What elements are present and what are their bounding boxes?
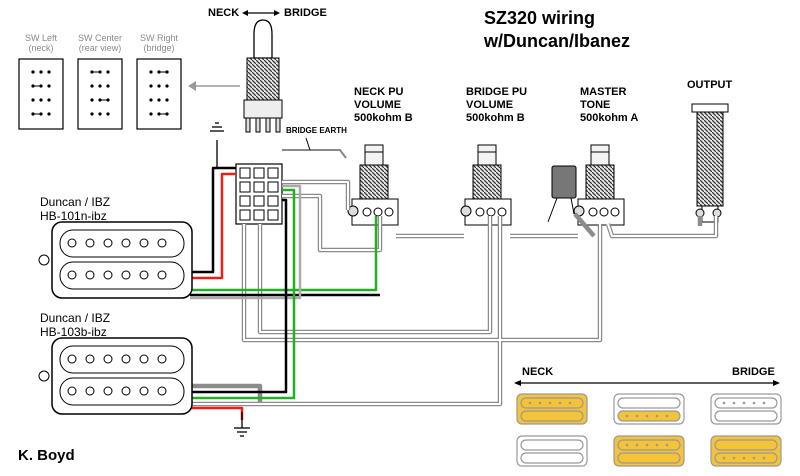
- pot-tone-line1: MASTER: [580, 86, 627, 98]
- switch-position-center: [77, 58, 123, 130]
- output-jack: [691, 103, 729, 223]
- switch-left-title: SW Left: [24, 33, 57, 43]
- switch-right-title: SW Right: [139, 33, 178, 43]
- toggle-bridge-label: BRIDGE: [284, 7, 327, 19]
- bridge-pickup-label: Duncan / IBZ HB-103b-ibz: [40, 311, 110, 339]
- title-model: SZ: [484, 8, 508, 28]
- legend-row2-mid: [613, 435, 685, 467]
- switch-position-left: [18, 58, 64, 130]
- pot-bridge-line3: 500kohm B: [466, 112, 525, 124]
- pot-bridge-volume: [460, 144, 512, 226]
- toggle-neck-label: NECK: [208, 7, 240, 19]
- legend-row2-left: [516, 435, 588, 467]
- diagram-subtitle: w/Duncan/Ibanez: [484, 31, 631, 51]
- bridge-pickup-brand: Duncan / IBZ: [40, 311, 111, 325]
- switch-terminal-block: [235, 163, 283, 225]
- pot-bridge-line1: BRIDGE PU: [466, 86, 528, 98]
- legend-row2-right: [710, 435, 782, 467]
- pot-bridge-line2: VOLUME: [466, 99, 514, 111]
- bridge-pickup-model: HB-103b-ibz: [40, 325, 107, 339]
- title-rest: 320 wiring: [507, 8, 596, 28]
- switch-right-sub: (bridge): [143, 43, 175, 53]
- neck-bridge-arrow: [242, 10, 280, 16]
- signal-wires-inner: [190, 181, 717, 405]
- pot-tone-line2: TONE: [580, 99, 611, 111]
- neck-humbucker: [38, 221, 193, 299]
- pot-neck-label: NECK PU VOLUME 500kohm B: [354, 86, 413, 125]
- pot-tone-label: MASTER TONE 500kohm A: [580, 86, 638, 125]
- neck-pickup-label: Duncan / IBZ HB-101n-ibz: [40, 195, 110, 223]
- bridge-humbucker: [38, 337, 193, 415]
- output-label: OUTPUT: [687, 79, 733, 91]
- legend-pickups: [516, 393, 782, 467]
- diagram-title: SZ320 wiring: [484, 8, 595, 29]
- switch-position-right: [136, 58, 182, 130]
- legend-row1-mid: [613, 393, 685, 425]
- switch-left-sub: (neck): [28, 43, 54, 53]
- switch-center-label: SW Center (rear view): [65, 33, 135, 53]
- switch-right-label: SW Right (bridge): [124, 33, 194, 53]
- pot-tone-line3: 500kohm A: [580, 112, 639, 124]
- bridge-earth-label: BRIDGE EARTH: [286, 126, 347, 135]
- neck-pickup-brand: Duncan / IBZ: [40, 195, 111, 209]
- switch-center-title: SW Center: [77, 33, 122, 43]
- pot-neck-volume: [347, 144, 399, 226]
- legend-neck-label: NECK: [522, 366, 554, 378]
- tone-capacitor: [547, 165, 577, 223]
- switch-view-arrow: [188, 81, 240, 91]
- neck-pickup-model: HB-101n-ibz: [40, 209, 107, 223]
- legend-arrow: [514, 380, 780, 386]
- pot-bridge-label: BRIDGE PU VOLUME 500kohm B: [466, 86, 527, 125]
- ground-symbol-top: [210, 122, 224, 168]
- ground-symbol-bottom: [234, 412, 250, 437]
- switch-center-sub: (rear view): [78, 43, 122, 53]
- toggle-switch: [243, 19, 283, 133]
- bridge-earth-wire: [282, 137, 347, 159]
- switch-left-label: SW Left (neck): [6, 33, 76, 53]
- pot-master-tone: [573, 144, 625, 226]
- author-credit: K. Boyd: [18, 447, 75, 464]
- legend-bridge-label: BRIDGE: [732, 366, 775, 378]
- legend-row1-right: [710, 393, 782, 425]
- pot-neck-line3: 500kohm B: [354, 112, 413, 124]
- pot-neck-line1: NECK PU: [354, 86, 404, 98]
- pot-neck-line2: VOLUME: [354, 99, 402, 111]
- legend-row1-left: [516, 393, 588, 425]
